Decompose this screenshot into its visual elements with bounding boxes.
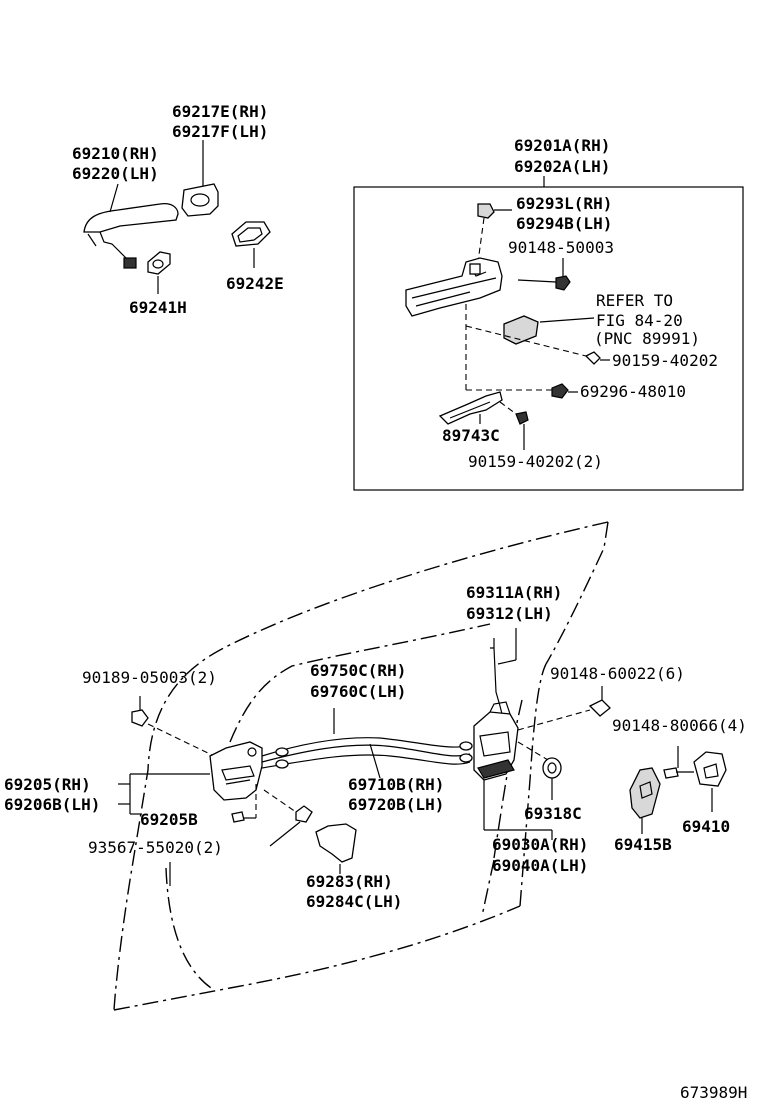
door-outline: [113, 521, 609, 1011]
bracket-89743C: [438, 391, 503, 425]
label-refer-to: REFER TO: [596, 291, 673, 310]
striker-shim: [629, 767, 661, 819]
bolt-69296: [551, 383, 569, 399]
label-69415B: 69415B: [614, 835, 672, 854]
label-89743C: 89743C: [442, 426, 500, 445]
plug-69205B: [231, 811, 245, 823]
bolt-90148-60022: [588, 699, 611, 717]
lock-assembly-box: [353, 186, 744, 491]
door-parts: [118, 628, 727, 874]
label-90159-40202: 90159-40202: [612, 351, 718, 370]
label-90148-60022: 90148-60022(6): [550, 664, 685, 683]
label-69206B: 69206B(LH): [4, 795, 100, 814]
label-69210: 69210(RH): [72, 144, 159, 163]
clip-part: [477, 203, 495, 219]
handle-pad-rear: [231, 221, 271, 247]
diagram-code: 673989H: [680, 1083, 747, 1102]
label-69294B: 69294B(LH): [516, 214, 612, 233]
outside-handle: [83, 202, 179, 233]
label-69040A: 69040A(LH): [492, 856, 588, 875]
lock-rod: [490, 647, 503, 715]
label-69311A: 69311A(RH): [466, 583, 562, 602]
door-striker: [693, 751, 727, 787]
screw-90159-40202-2: [515, 411, 529, 425]
label-69312: 69312(LH): [466, 604, 553, 623]
label-69318C: 69318C: [524, 804, 582, 823]
label-69217F: 69217F(LH): [172, 122, 268, 141]
handle-connector: [123, 257, 137, 269]
label-pnc: (PNC 89991): [594, 329, 700, 348]
outside-handle-group: [83, 140, 271, 294]
label-90159-40202-2: 90159-40202(2): [468, 452, 603, 471]
label-69241H: 69241H: [129, 298, 187, 317]
inside-handle-cover: [315, 823, 357, 863]
label-69293L: 69293L(RH): [516, 194, 612, 213]
grommet-69318C: [542, 757, 562, 779]
handle-pad-front: [147, 251, 171, 275]
inside-handle-cable: [261, 737, 471, 757]
label-90148-50003: 90148-50003: [508, 238, 614, 257]
label-90148-80066: 90148-80066(4): [612, 716, 747, 735]
screw-90189-05003: [131, 709, 149, 727]
handle-cover: [181, 183, 219, 217]
label-69217E: 69217E(RH): [172, 102, 268, 121]
label-69760C: 69760C(LH): [310, 682, 406, 701]
label-69296-48010: 69296-48010: [580, 382, 686, 401]
label-fig: FIG 84-20: [596, 311, 683, 330]
bolt-90148-50003: [555, 275, 571, 291]
label-69030A: 69030A(RH): [492, 835, 588, 854]
lock-assembly-parts: [405, 203, 610, 450]
label-90189-05003: 90189-05003(2): [82, 668, 217, 687]
inside-handle: [209, 741, 263, 801]
label-69205: 69205(RH): [4, 775, 91, 794]
label-69242E: 69242E: [226, 274, 284, 293]
label-69202A: 69202A(LH): [514, 157, 610, 176]
label-69410: 69410: [682, 817, 730, 836]
label-69283: 69283(RH): [306, 872, 393, 891]
label-69205B: 69205B: [140, 810, 198, 829]
label-69220: 69220(LH): [72, 164, 159, 183]
label-69720B: 69720B(LH): [348, 795, 444, 814]
label-69284C: 69284C(LH): [306, 892, 402, 911]
label-93567-55020: 93567-55020(2): [88, 838, 223, 857]
label-69710B: 69710B(RH): [348, 775, 444, 794]
screw-90159-40202: [584, 351, 601, 365]
label-69750C: 69750C(RH): [310, 661, 406, 680]
screw-93567-55020: [295, 805, 313, 823]
bolt-90148-80066: [663, 767, 679, 779]
label-69201A: 69201A(RH): [514, 136, 610, 155]
door-lock-body: [405, 257, 503, 317]
lock-motor: [503, 315, 539, 345]
